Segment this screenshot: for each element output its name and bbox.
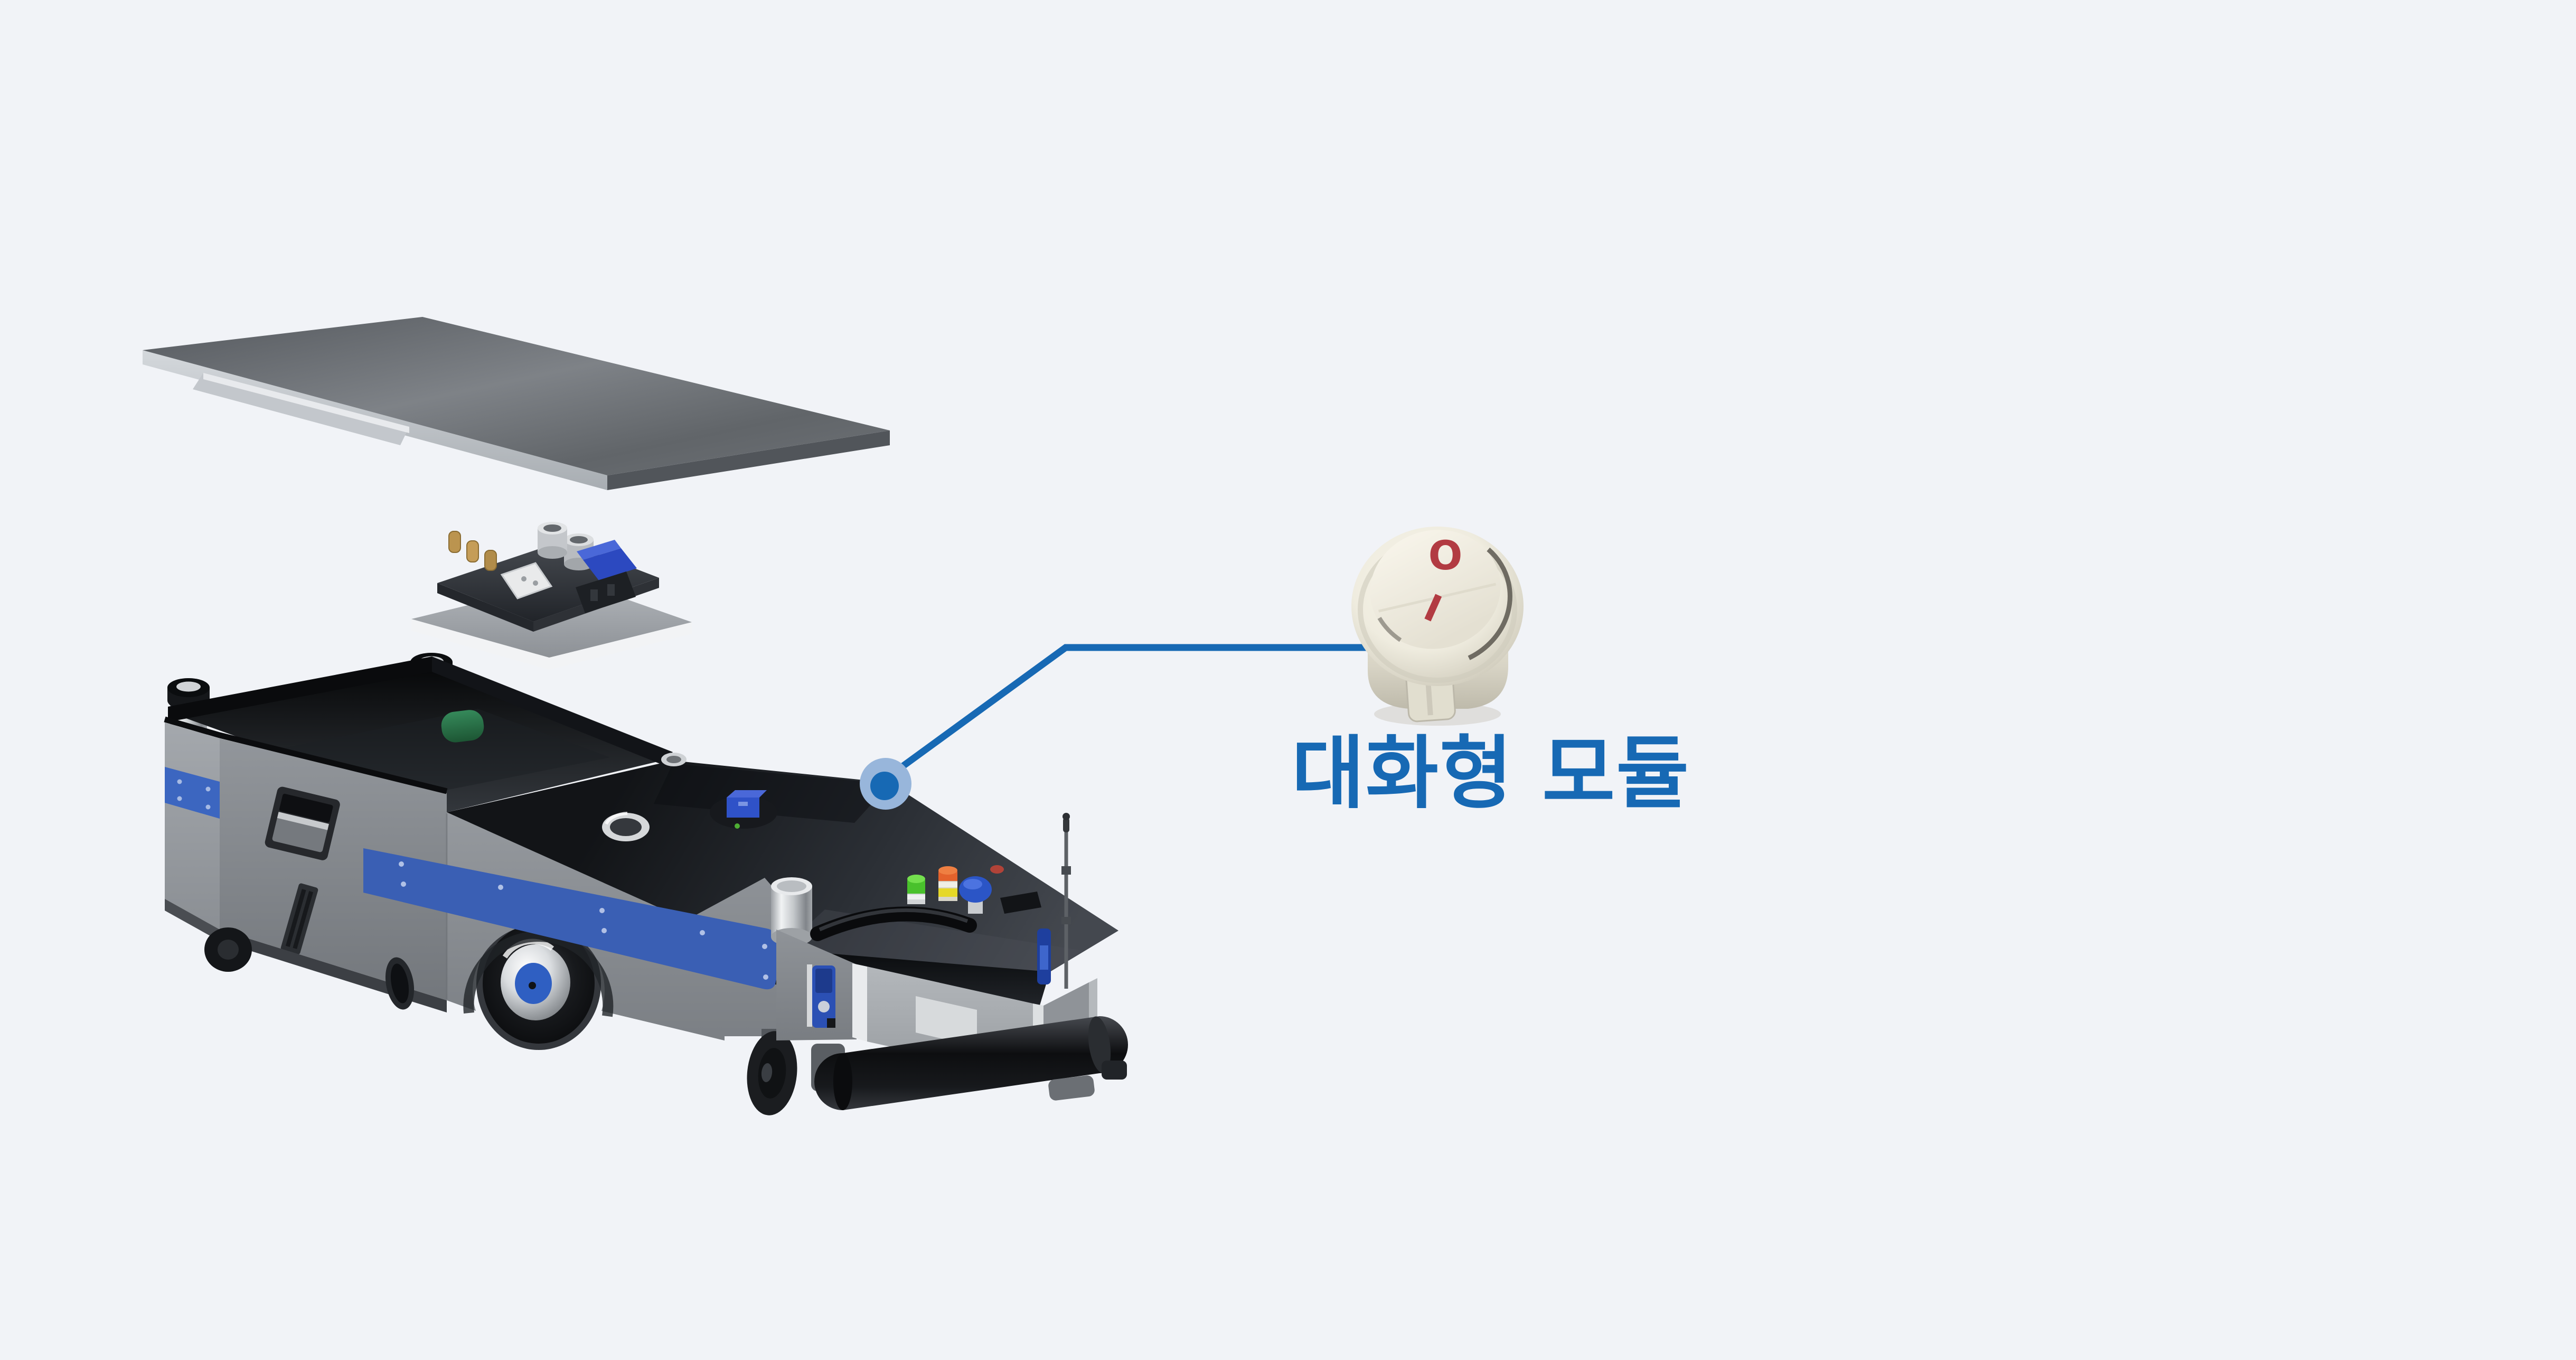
- plate-right-edge: [607, 430, 890, 490]
- black-connector-block: [1000, 892, 1041, 914]
- right-safety-sensor: [1037, 928, 1051, 984]
- body-stripe-rivets: [399, 861, 768, 980]
- box-rim-left: [168, 656, 432, 722]
- deck-post-cap: [661, 753, 687, 766]
- module-base-rim: [411, 619, 692, 670]
- box-top-edge: [164, 716, 448, 794]
- module-housing-front: [437, 583, 533, 632]
- antenna: [1061, 813, 1071, 989]
- rocker-gap-shadow: [1362, 529, 1512, 669]
- box-end-face: [165, 723, 220, 930]
- rear-caster-wheel: [204, 927, 252, 972]
- front-panel-screen: [916, 996, 977, 1047]
- top-cover-plate: [143, 317, 890, 490]
- green-button: [907, 875, 925, 904]
- handle-recess: [265, 786, 340, 860]
- power-rocker-switch: O I: [1351, 527, 1524, 726]
- callout-marker-inner: [870, 772, 899, 800]
- front-roller-bumper: [814, 1016, 1128, 1110]
- control-buttons: [907, 865, 1041, 914]
- box-underside-left: [165, 899, 220, 941]
- deck-connector-well: [710, 790, 777, 829]
- brass-standoff: [466, 540, 479, 562]
- box-rim-back: [432, 656, 673, 764]
- drive-wheel: [476, 917, 601, 1050]
- module-round-connector: [538, 522, 567, 559]
- brass-standoff: [448, 531, 461, 553]
- wheel-arch: [463, 931, 614, 1017]
- brass-standoff: [484, 550, 497, 571]
- tray-handle-bar: [810, 906, 977, 941]
- module-white-connector: [500, 562, 553, 599]
- agv-body: [164, 653, 1128, 1115]
- deck-ring-cap: [602, 812, 650, 841]
- module-black-connector: [576, 571, 636, 613]
- callout: [860, 644, 1366, 810]
- orange-yellow-button: [938, 866, 957, 901]
- controller-module: [411, 522, 692, 670]
- side-oval-port: [385, 957, 415, 1010]
- green-cylinder-component: [441, 710, 484, 743]
- blue-mushroom-button: [959, 876, 992, 914]
- rocker-gap-left: [1377, 616, 1402, 642]
- callout-label: 대화형 모듈: [1292, 728, 1690, 820]
- callout-line: [892, 644, 1366, 775]
- switch-rocker: [1370, 530, 1501, 649]
- body-stripe: [363, 848, 777, 990]
- tray-handle-highlight: [819, 908, 969, 932]
- red-indicator-lamp: [990, 865, 1004, 874]
- rear-stripe-rivets: [177, 779, 211, 810]
- plate-folded-panel: [193, 373, 409, 445]
- vent-slot: [280, 883, 318, 955]
- plate-top-surface: [143, 317, 890, 475]
- plate-glint: [203, 373, 409, 433]
- front-trim-left: [852, 963, 867, 1042]
- left-safety-sensor: [807, 964, 835, 1028]
- switch-marking-off: O: [1428, 532, 1463, 579]
